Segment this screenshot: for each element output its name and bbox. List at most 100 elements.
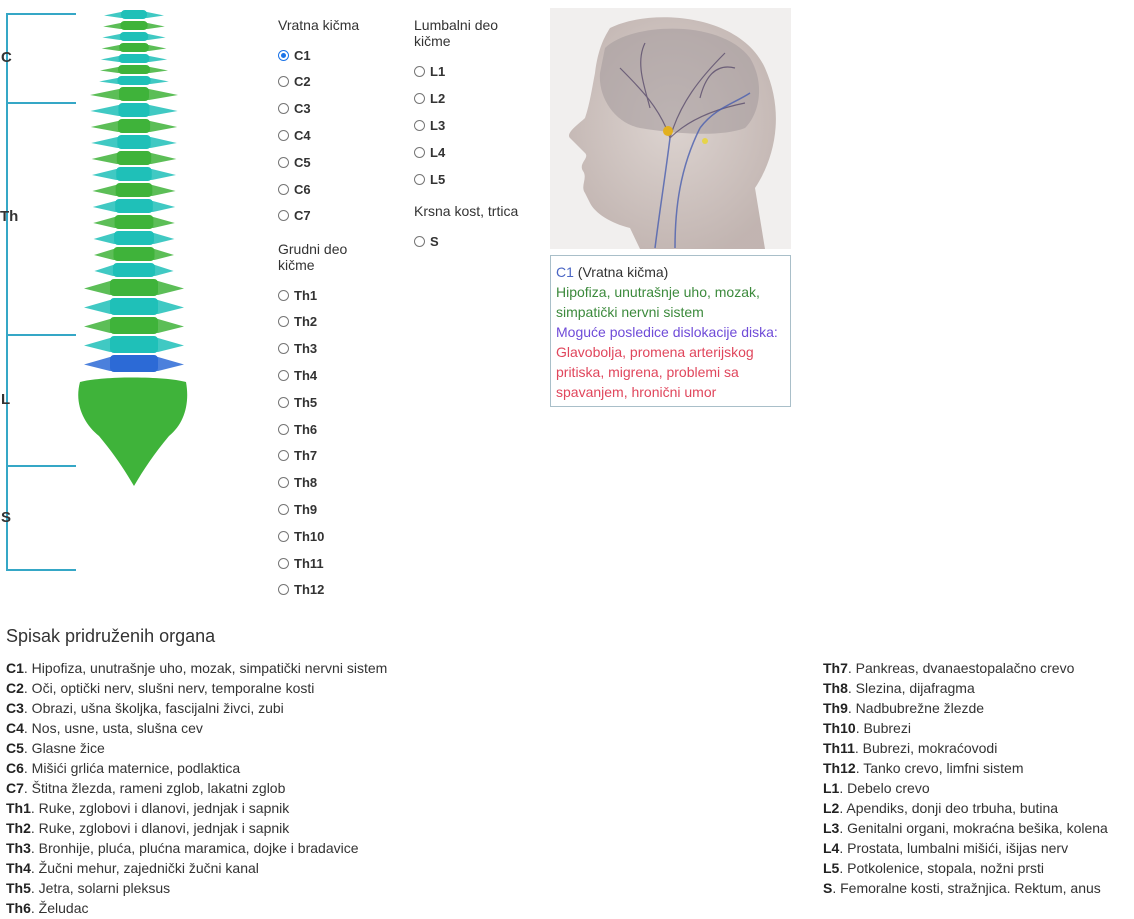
radio-button[interactable]: [278, 156, 289, 168]
region-label-c: C: [1, 49, 12, 66]
vertebra-shape[interactable]: [84, 336, 184, 353]
vertebra-shape[interactable]: [92, 167, 176, 181]
radio-l1[interactable]: L1: [414, 62, 445, 80]
vertebra-shape[interactable]: [84, 317, 184, 334]
radio-button[interactable]: [278, 477, 289, 489]
radio-button[interactable]: [278, 316, 289, 328]
organ-list-text: . Bronhije, pluća, plućna maramica, dojk…: [30, 840, 359, 856]
vertebra-shape[interactable]: [101, 43, 167, 52]
radio-button[interactable]: [278, 557, 289, 569]
organ-list-code: Th7: [823, 660, 848, 676]
vertebra-shape[interactable]: [100, 65, 168, 74]
radio-c1[interactable]: C1: [278, 46, 311, 64]
vertebra-shape[interactable]: [99, 76, 169, 85]
organ-list-text: . Slezina, dijafragma: [847, 680, 975, 696]
radio-th8[interactable]: Th8: [278, 474, 317, 492]
vertebra-shape[interactable]: [103, 21, 165, 30]
radio-button[interactable]: [278, 210, 289, 222]
vertebra-shape[interactable]: [90, 119, 178, 133]
vertebra-shape[interactable]: [92, 183, 176, 197]
radio-c5[interactable]: C5: [278, 153, 311, 171]
vertebra-shape[interactable]: [92, 199, 176, 213]
radio-button[interactable]: [414, 119, 425, 131]
organ-list-code: Th4: [6, 860, 31, 876]
sacrum-shape[interactable]: [78, 377, 188, 487]
vertebra-shape[interactable]: [90, 103, 178, 117]
vertebra-shape[interactable]: [104, 10, 164, 19]
radio-c4[interactable]: C4: [278, 126, 311, 144]
info-header: C1 (Vratna kičma): [556, 262, 785, 282]
radio-th11[interactable]: Th11: [278, 554, 324, 572]
radio-button[interactable]: [278, 530, 289, 542]
spine-illustration[interactable]: [78, 8, 190, 566]
radio-button[interactable]: [278, 49, 289, 61]
vertebra-shape[interactable]: [100, 54, 168, 63]
radio-c6[interactable]: C6: [278, 180, 311, 198]
vertebra-shape[interactable]: [84, 355, 184, 372]
radio-button[interactable]: [278, 129, 289, 141]
radio-th3[interactable]: Th3: [278, 340, 317, 358]
radio-button[interactable]: [278, 503, 289, 515]
bracket-tick: [6, 334, 76, 336]
region-label-l: L: [1, 391, 11, 408]
organ-list-item: Th8. Slezina, dijafragma: [823, 678, 1108, 698]
radio-button[interactable]: [414, 92, 425, 104]
vertebra-shape[interactable]: [94, 247, 174, 261]
organ-list-text: . Ruke, zglobovi i dlanovi, jednjak i sa…: [30, 800, 290, 816]
vertebra-shape[interactable]: [91, 135, 177, 149]
radio-l5[interactable]: L5: [414, 170, 445, 188]
radio-button[interactable]: [414, 173, 425, 185]
info-consequences: Glavobolja, promena arterijskog pritiska…: [556, 344, 754, 400]
radio-button[interactable]: [278, 369, 289, 381]
radio-th5[interactable]: Th5: [278, 393, 317, 411]
radio-button[interactable]: [278, 584, 289, 596]
vertebra-shape[interactable]: [90, 87, 178, 101]
radio-l3[interactable]: L3: [414, 116, 445, 134]
organ-list-text: . Glasne žice: [23, 740, 105, 756]
radio-button[interactable]: [414, 65, 425, 77]
radio-th12[interactable]: Th12: [278, 581, 324, 599]
radio-button[interactable]: [278, 76, 289, 88]
radio-button[interactable]: [278, 103, 289, 115]
radio-th7[interactable]: Th7: [278, 447, 317, 465]
organ-list-item: Th4. Žučni mehur, zajednički žučni kanal: [6, 858, 387, 878]
organ-list-text: . Debelo crevo: [839, 780, 930, 796]
radio-button[interactable]: [278, 423, 289, 435]
radio-button[interactable]: [278, 343, 289, 355]
radio-c7[interactable]: C7: [278, 207, 311, 225]
radio-button[interactable]: [278, 396, 289, 408]
vertebra-shape[interactable]: [91, 151, 177, 165]
vertebra-shape[interactable]: [93, 215, 175, 229]
organ-list-code: Th5: [6, 880, 31, 896]
radio-button[interactable]: [278, 183, 289, 195]
radio-th1[interactable]: Th1: [278, 286, 317, 304]
bracket-tick: [6, 102, 76, 104]
radio-button[interactable]: [414, 235, 425, 247]
radio-button[interactable]: [414, 146, 425, 158]
radio-button[interactable]: [278, 450, 289, 462]
organ-list-code: Th3: [6, 840, 31, 856]
organ-list-text: . Oči, optički nerv, slušni nerv, tempor…: [23, 680, 315, 696]
organ-list-code: S: [823, 880, 833, 896]
radio-c2[interactable]: C2: [278, 73, 311, 91]
vertebra-shape[interactable]: [102, 32, 166, 41]
organ-list-item: Th5. Jetra, solarni pleksus: [6, 878, 387, 898]
radio-c3[interactable]: C3: [278, 100, 311, 118]
vertebra-shape[interactable]: [84, 279, 184, 296]
radio-th9[interactable]: Th9: [278, 500, 317, 518]
organ-list-text: . Mišići grlića maternice, podlaktica: [23, 760, 241, 776]
vertebra-shape[interactable]: [94, 263, 174, 277]
radio-l2[interactable]: L2: [414, 89, 445, 107]
organ-list-code: C5: [6, 740, 24, 756]
vertebra-shape[interactable]: [84, 298, 184, 315]
radio-th2[interactable]: Th2: [278, 313, 317, 331]
radio-th6[interactable]: Th6: [278, 420, 317, 438]
radio-th10[interactable]: Th10: [278, 527, 324, 545]
vertebra-shape[interactable]: [93, 231, 175, 245]
radio-s[interactable]: S: [414, 232, 439, 250]
radio-button[interactable]: [278, 289, 289, 301]
radio-l4[interactable]: L4: [414, 143, 445, 161]
radio-th4[interactable]: Th4: [278, 366, 317, 384]
organ-list-item: Th3. Bronhije, pluća, plućna maramica, d…: [6, 838, 387, 858]
organ-list-item: C6. Mišići grlića maternice, podlaktica: [6, 758, 387, 778]
